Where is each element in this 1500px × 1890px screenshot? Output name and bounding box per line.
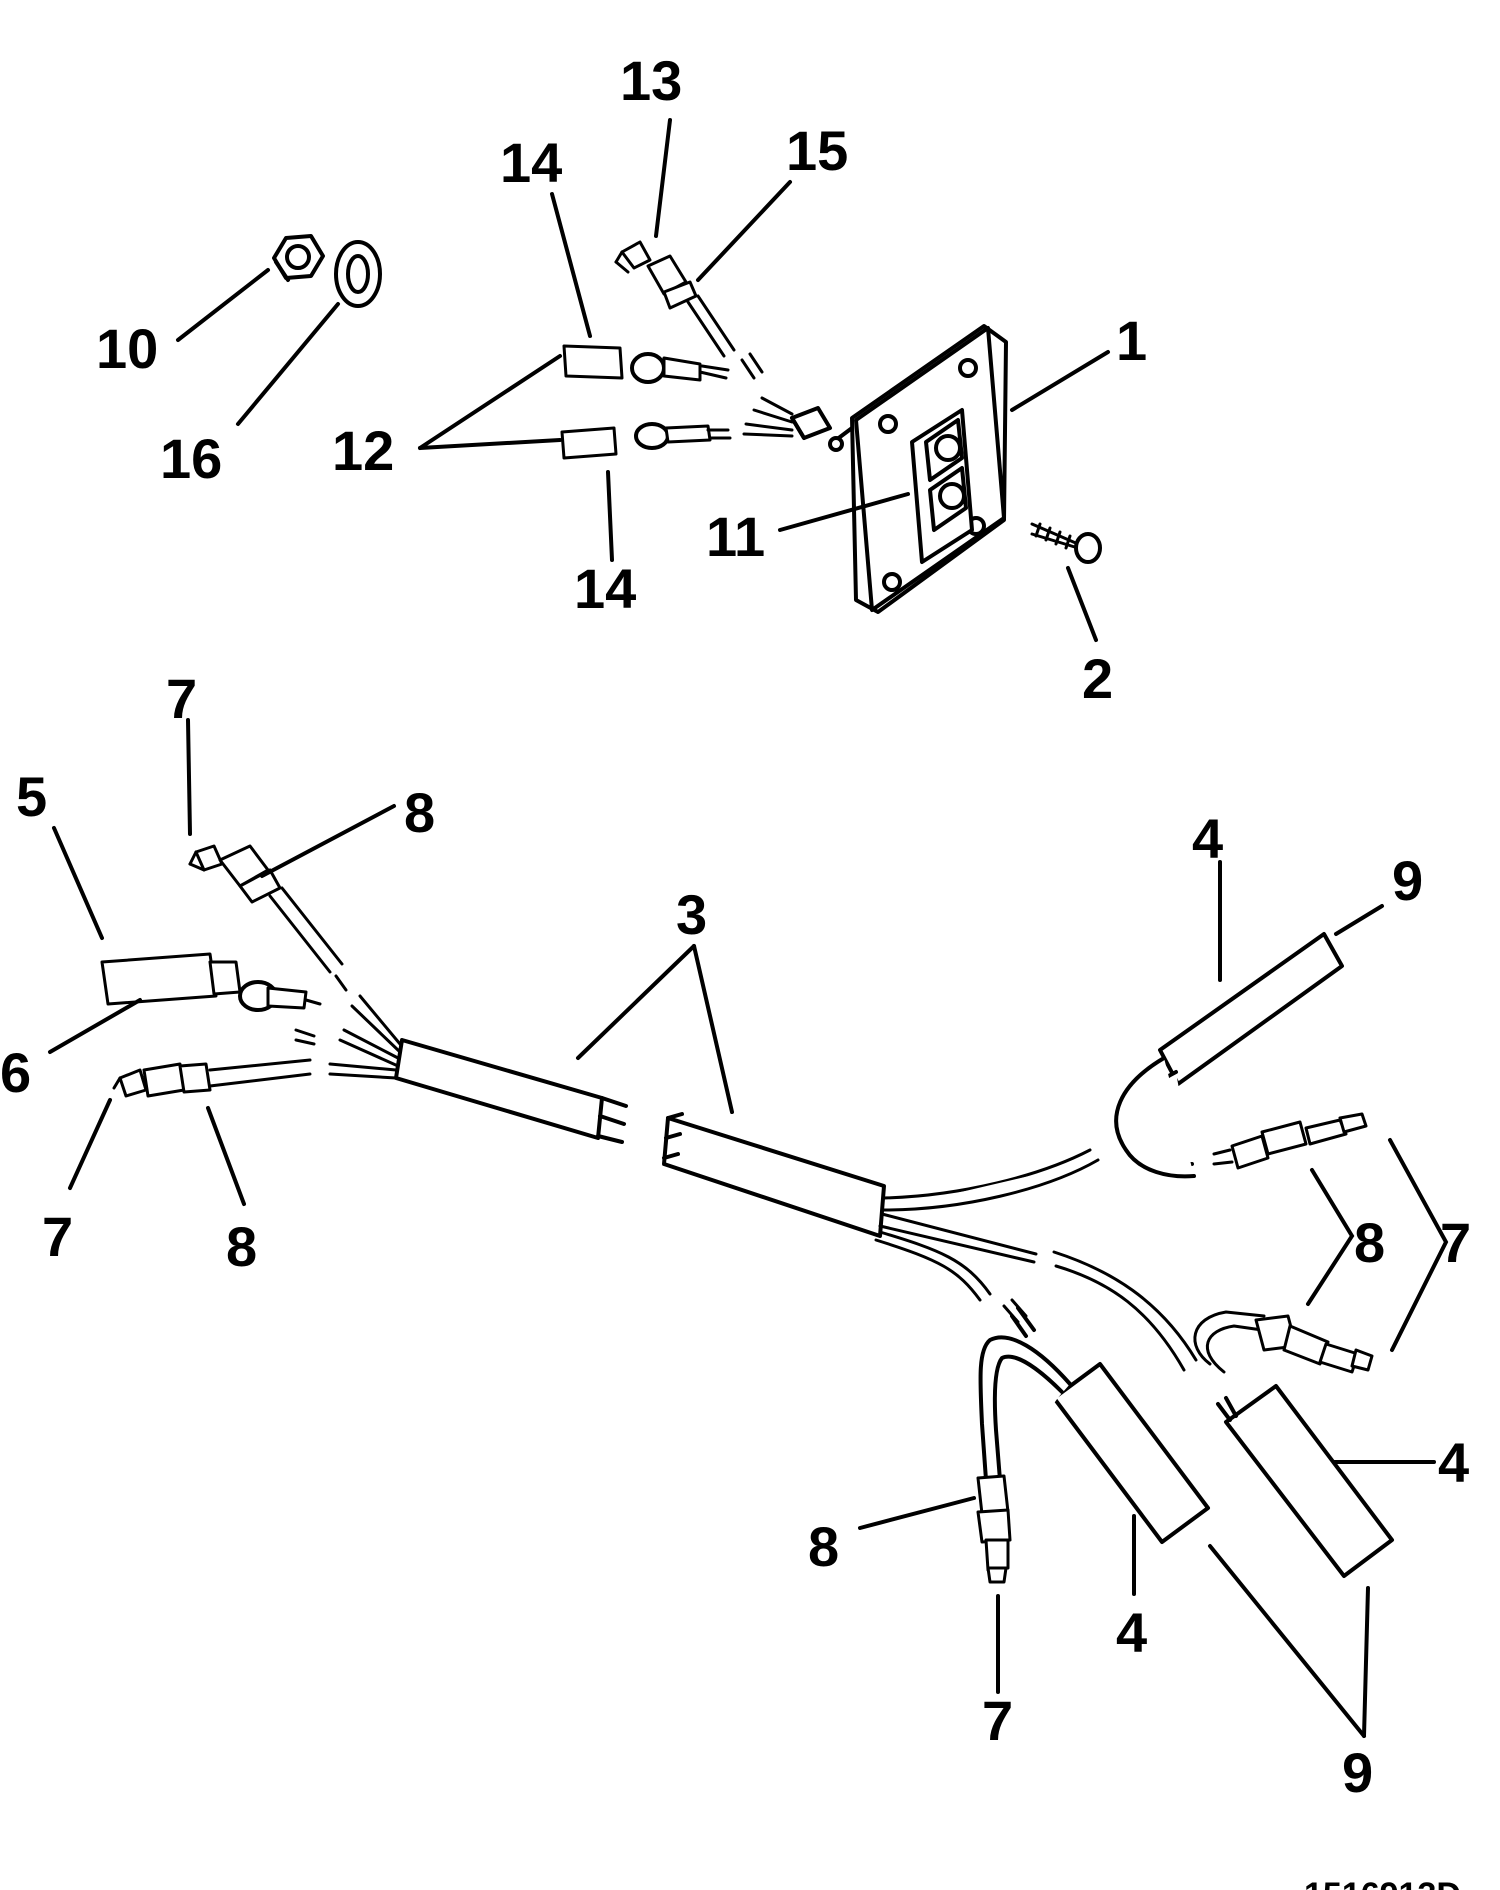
callout-7-lower-left: 7 bbox=[42, 1205, 73, 1268]
fuse-tube-lower-right bbox=[1216, 1384, 1394, 1578]
switch-connector-block bbox=[790, 406, 832, 440]
callout-4-lower: 4 bbox=[1116, 1601, 1147, 1664]
callout-8-upper-left: 8 bbox=[404, 781, 435, 844]
callout-8-right: 8 bbox=[1354, 1211, 1385, 1274]
callout-3: 3 bbox=[676, 883, 707, 946]
hex-nut-part bbox=[272, 234, 325, 282]
callout-8-lower-left: 8 bbox=[226, 1215, 257, 1278]
callout-15: 15 bbox=[786, 119, 848, 182]
callout-12: 12 bbox=[332, 419, 394, 482]
callout-9-upper: 9 bbox=[1392, 849, 1423, 912]
callout-4-right: 4 bbox=[1438, 1431, 1469, 1494]
callout-2: 2 bbox=[1082, 647, 1113, 710]
callout-5: 5 bbox=[16, 765, 47, 828]
left-lower-male-terminal bbox=[112, 1058, 312, 1098]
leader-lines bbox=[48, 118, 1449, 1738]
right-branch-wires bbox=[874, 1148, 1198, 1372]
bottom-male-terminal bbox=[976, 1474, 1012, 1584]
callout-7-bottom: 7 bbox=[982, 1689, 1013, 1752]
callout-11: 11 bbox=[706, 505, 765, 568]
upper-male-terminal bbox=[614, 240, 764, 380]
female-terminal-lower bbox=[560, 422, 732, 460]
main-cable-left bbox=[394, 1038, 628, 1144]
washer-part bbox=[334, 240, 382, 308]
right-lower-male-terminal bbox=[1193, 1310, 1374, 1374]
callout-8-bottom: 8 bbox=[808, 1515, 839, 1578]
switch-panel-plate bbox=[828, 324, 1008, 614]
fuse-holder bbox=[100, 952, 322, 1012]
callout-14-upper: 14 bbox=[500, 131, 562, 194]
left-branch-wires bbox=[294, 974, 402, 1080]
rocker-switch-part bbox=[910, 408, 974, 564]
right-upper-male-terminal bbox=[1212, 1112, 1368, 1170]
screw-part bbox=[1030, 522, 1102, 564]
callout-4-upper: 4 bbox=[1192, 807, 1223, 870]
figure-number: 1516913D bbox=[1304, 1876, 1461, 1890]
fuse-tube-upper-right bbox=[1114, 932, 1344, 1179]
callout-1: 1 bbox=[1116, 309, 1147, 372]
callout-13: 13 bbox=[620, 49, 682, 112]
left-upper-male-terminal bbox=[188, 844, 344, 974]
female-terminal-upper bbox=[562, 344, 730, 384]
callout-14-lower: 14 bbox=[574, 557, 636, 620]
callout-16: 16 bbox=[160, 427, 222, 490]
main-cable-right bbox=[662, 1112, 886, 1238]
callout-6: 6 bbox=[0, 1041, 31, 1104]
switch-wire-leads bbox=[742, 396, 794, 438]
fuse-tube-lower-middle bbox=[978, 1306, 1210, 1544]
callout-10: 10 bbox=[96, 317, 158, 380]
callout-7-upper-left: 7 bbox=[166, 667, 197, 730]
callout-9-lower: 9 bbox=[1342, 1741, 1373, 1804]
callout-7-right: 7 bbox=[1440, 1211, 1471, 1274]
